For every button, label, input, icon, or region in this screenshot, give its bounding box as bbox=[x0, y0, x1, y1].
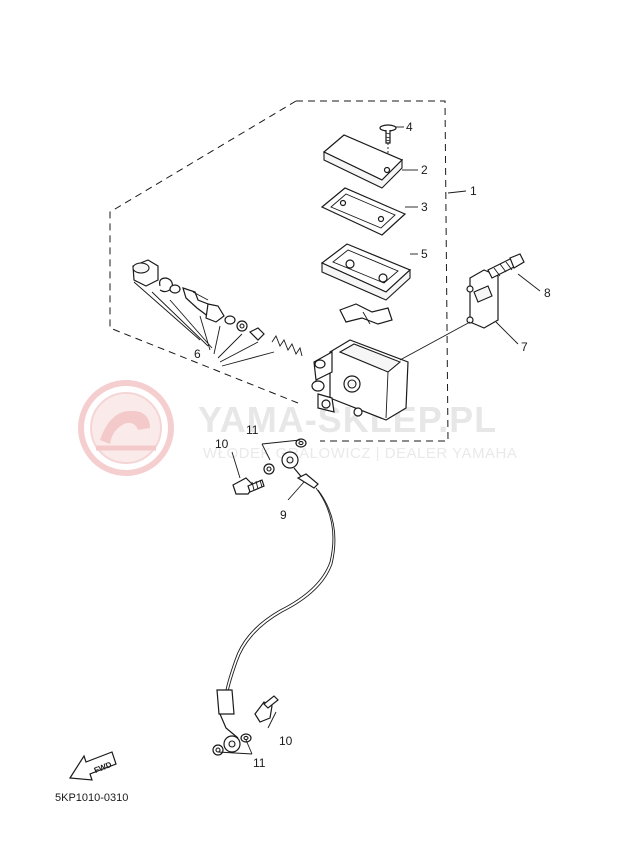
piston-kit-part-6 bbox=[132, 259, 303, 367]
fwd-arrow-icon: FWD bbox=[68, 751, 117, 781]
callout-10-upper: 10 bbox=[215, 437, 229, 451]
master-cylinder-body bbox=[311, 339, 409, 421]
banjo-bolt-upper bbox=[232, 477, 265, 495]
protector-plate bbox=[339, 303, 393, 325]
clamp-bolt-part-8 bbox=[487, 253, 525, 279]
washer-lower-2 bbox=[240, 733, 252, 743]
diaphragm-plate-part-3 bbox=[320, 187, 407, 236]
washer-upper-1 bbox=[263, 463, 275, 475]
callout-6: 6 bbox=[194, 347, 201, 361]
part-code: 5KP1010-0310 bbox=[55, 792, 129, 804]
callout-4: 4 bbox=[406, 120, 413, 134]
callout-9: 9 bbox=[280, 508, 287, 522]
watermark-title: YAMA-SKLEP.PL bbox=[198, 399, 497, 440]
callout-3: 3 bbox=[421, 200, 428, 214]
clamp-part-7 bbox=[466, 269, 499, 329]
callout-2: 2 bbox=[421, 163, 428, 177]
watermark-subtitle: WŁODEK GRALOWICZ | DEALER YAMAHA bbox=[203, 445, 517, 462]
callout-11-lower: 11 bbox=[253, 756, 266, 770]
callout-10-lower: 10 bbox=[279, 734, 293, 748]
callout-11-upper: 11 bbox=[246, 423, 259, 437]
callout-8: 8 bbox=[544, 286, 551, 300]
brake-hose-part-9 bbox=[216, 451, 336, 753]
callout-1: 1 bbox=[470, 184, 477, 198]
banjo-bolt-lower bbox=[254, 695, 279, 723]
screw-part-4 bbox=[379, 124, 397, 168]
diaphragm-part-5 bbox=[320, 243, 412, 301]
washer-lower-1 bbox=[212, 744, 224, 756]
reservoir-cap-part-2 bbox=[322, 134, 404, 189]
assembly-boundary bbox=[109, 100, 449, 442]
callout-7: 7 bbox=[521, 340, 528, 354]
watermark: YAMA-SKLEP.PL WŁODEK GRALOWICZ | DEALER … bbox=[78, 380, 517, 476]
washer-upper-2 bbox=[295, 438, 307, 448]
callout-5: 5 bbox=[421, 247, 428, 261]
watermark-logo bbox=[78, 380, 174, 476]
callout-leaders bbox=[217, 126, 541, 755]
